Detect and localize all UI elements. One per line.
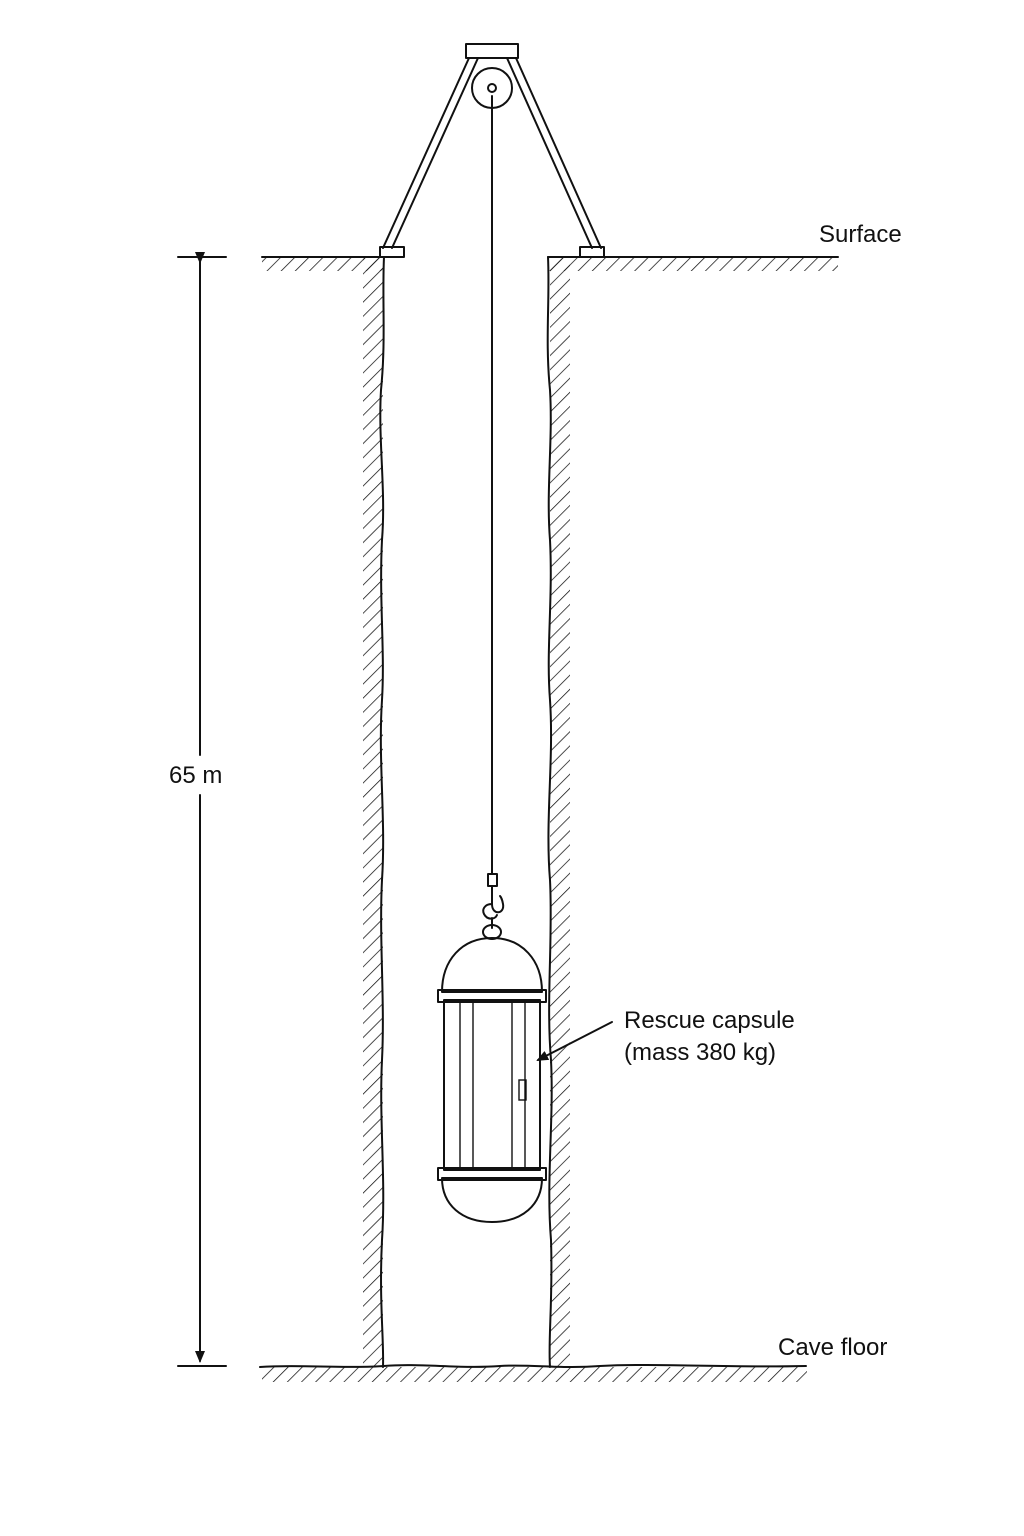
cave-floor-label: Cave floor — [778, 1334, 888, 1361]
hook — [482, 873, 505, 940]
shaft-left-wall — [363, 256, 385, 1368]
tripod-frame — [379, 43, 605, 258]
cave-floor — [259, 1364, 807, 1382]
capsule-label-line1: Rescue capsule — [624, 1007, 795, 1034]
depth-dimension — [177, 252, 227, 1367]
shaft-right-wall — [546, 256, 570, 1368]
capsule-label-line2: (mass 380 kg) — [624, 1039, 777, 1066]
depth-label: 65 m — [169, 762, 223, 789]
capsule-label: Rescue capsule (mass 380 kg) — [624, 1005, 795, 1069]
rescue-capsule — [437, 937, 547, 1223]
surface-label: Surface — [819, 221, 902, 248]
capsule-leader-arrow — [536, 1021, 613, 1061]
